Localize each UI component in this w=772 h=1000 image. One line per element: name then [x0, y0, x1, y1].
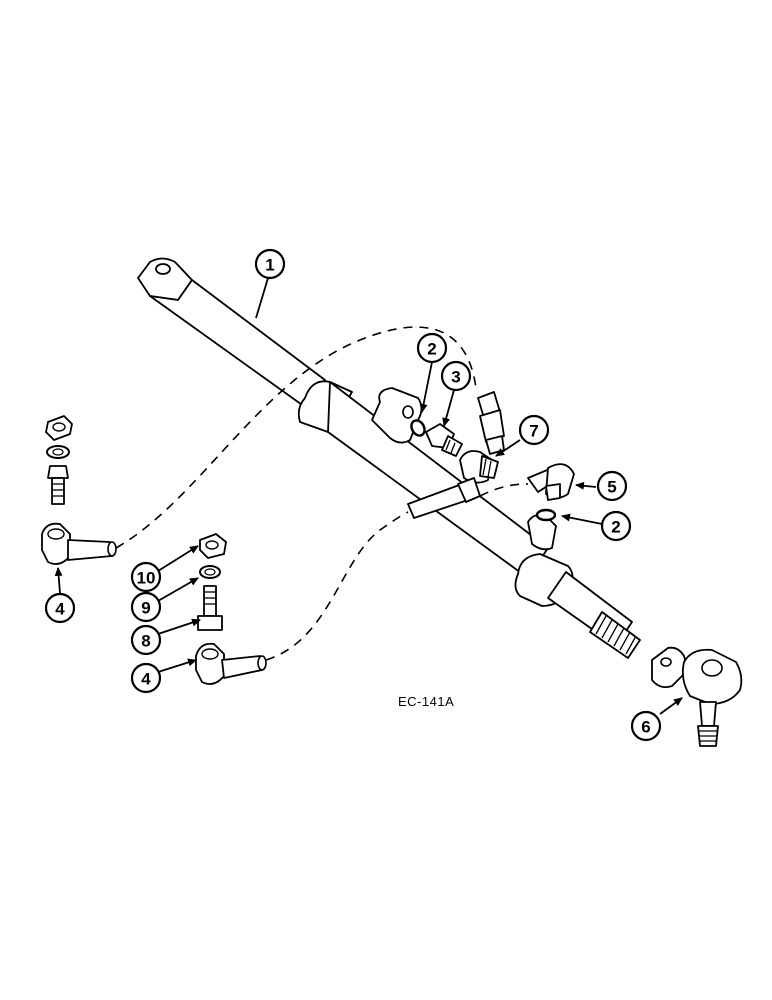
- svg-text:5: 5: [607, 478, 616, 497]
- svg-text:3: 3: [451, 368, 460, 387]
- svg-text:2: 2: [611, 518, 620, 537]
- o-ring-upper: [410, 419, 426, 437]
- callout-2b: 2: [600, 510, 632, 542]
- elbow-fitting-7: [459, 450, 499, 484]
- lower-hose-path: [265, 511, 409, 661]
- mid-hose-path: [479, 483, 529, 497]
- svg-text:7: 7: [529, 422, 538, 441]
- straight-fitting: [477, 391, 505, 455]
- callout-4b: 4: [130, 662, 162, 694]
- callout-3: 3: [440, 360, 472, 392]
- svg-text:1: 1: [265, 256, 274, 275]
- upper-hose-path: [115, 326, 477, 549]
- callout-2a: 2: [416, 332, 448, 364]
- left-hardware-stack-lower: [195, 533, 267, 685]
- svg-text:4: 4: [55, 600, 65, 619]
- svg-text:10: 10: [137, 569, 156, 588]
- callout-10: 10: [130, 561, 162, 593]
- tie-rod-end: [651, 646, 743, 747]
- figure-code: EC-141A: [398, 694, 454, 709]
- svg-text:9: 9: [141, 599, 150, 618]
- left-hardware-stack-upper: [41, 415, 117, 565]
- o-ring-lower: [535, 508, 557, 522]
- hose-fitting: [407, 477, 481, 519]
- leader-lines: [54, 277, 683, 715]
- callout-7: 7: [518, 414, 550, 446]
- svg-text:4: 4: [141, 670, 151, 689]
- svg-text:2: 2: [427, 340, 436, 359]
- callout-9: 9: [130, 591, 162, 623]
- callout-1: 1: [254, 248, 286, 280]
- callout-5: 5: [596, 470, 628, 502]
- callout-4a: 4: [44, 592, 76, 624]
- svg-text:6: 6: [641, 718, 650, 737]
- svg-text:8: 8: [141, 632, 150, 651]
- callout-8: 8: [130, 624, 162, 656]
- callout-6: 6: [630, 710, 662, 742]
- elbow-fitting-5: [527, 463, 575, 501]
- adapter-fitting-3: [425, 423, 463, 457]
